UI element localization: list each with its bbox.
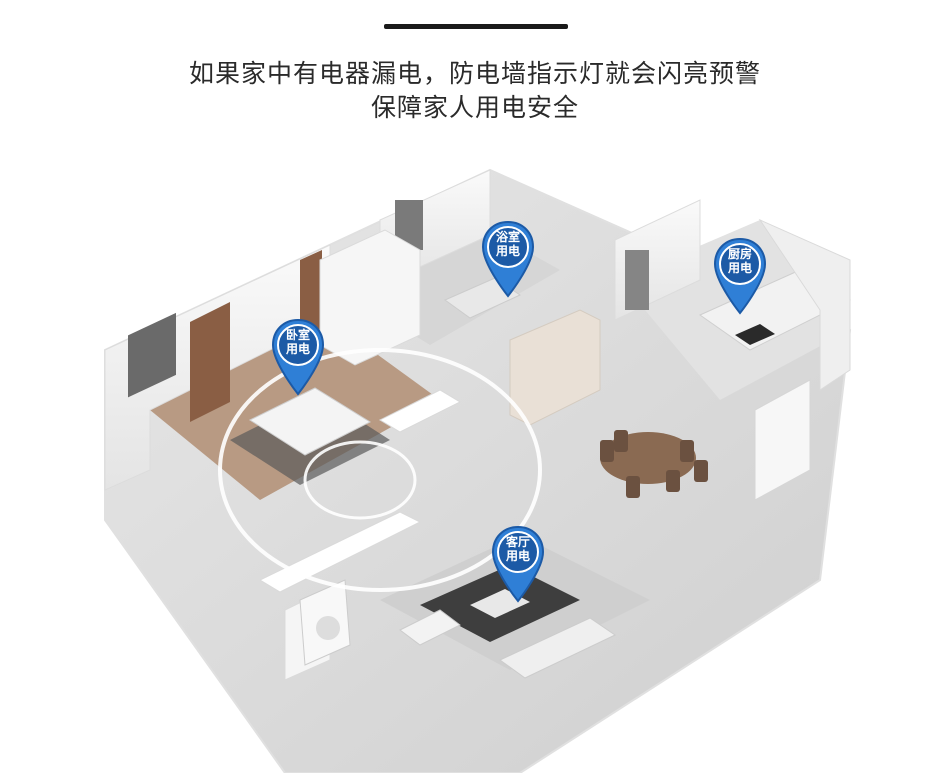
pin-bathroom-line1: 浴室: [495, 230, 520, 244]
kitchen-window: [625, 250, 649, 310]
dining-cabinet: [754, 379, 811, 501]
pin-living-room: 客厅 用电: [490, 525, 546, 605]
headline-line-1: 如果家中有电器漏电，防电墙指示灯就会闪亮预警: [188, 59, 761, 88]
kitchen-wall-right: [758, 218, 851, 391]
bedroom-window: [128, 312, 176, 398]
armchair: [399, 609, 461, 646]
location-pin-icon: [481, 220, 535, 298]
stove: [735, 324, 775, 345]
pin-living-line2: 用电: [505, 549, 530, 563]
header-divider-bar: [384, 24, 568, 29]
signal-ring-inner: [303, 440, 417, 520]
pin-kitchen-line1: 厨房: [727, 247, 752, 261]
partition-wall-2: [509, 309, 601, 426]
pin-bedroom-line1: 卧室: [285, 328, 310, 342]
sofa: [499, 617, 617, 679]
pin-kitchen-line2: 用电: [727, 261, 752, 275]
pin-bedroom: 卧室 用电: [270, 318, 326, 398]
wood-panel: [190, 302, 230, 422]
location-pin-icon: [491, 525, 545, 603]
dining-chairs: [600, 430, 708, 498]
pin-bathroom: 浴室 用电: [480, 220, 536, 300]
washer-door: [316, 616, 340, 640]
floorplan-illustration: 卧室 用电 浴室 用电 厨房 用电 客厅: [0, 140, 950, 774]
floorplan-drawing: [104, 168, 852, 774]
pin-living-line1: 客厅: [505, 535, 530, 549]
bedroom-bed: [248, 387, 372, 456]
pin-bedroom-line2: 用电: [285, 342, 310, 356]
location-pin-icon: [271, 318, 325, 396]
location-pin-icon: [713, 237, 767, 315]
signal-ring-outer: [218, 348, 542, 592]
front-wall-mid: [378, 389, 462, 433]
headline-line-2: 保障家人用电安全: [370, 93, 579, 122]
pin-bathroom-line2: 用电: [495, 244, 520, 258]
pin-kitchen: 厨房 用电: [712, 237, 768, 317]
